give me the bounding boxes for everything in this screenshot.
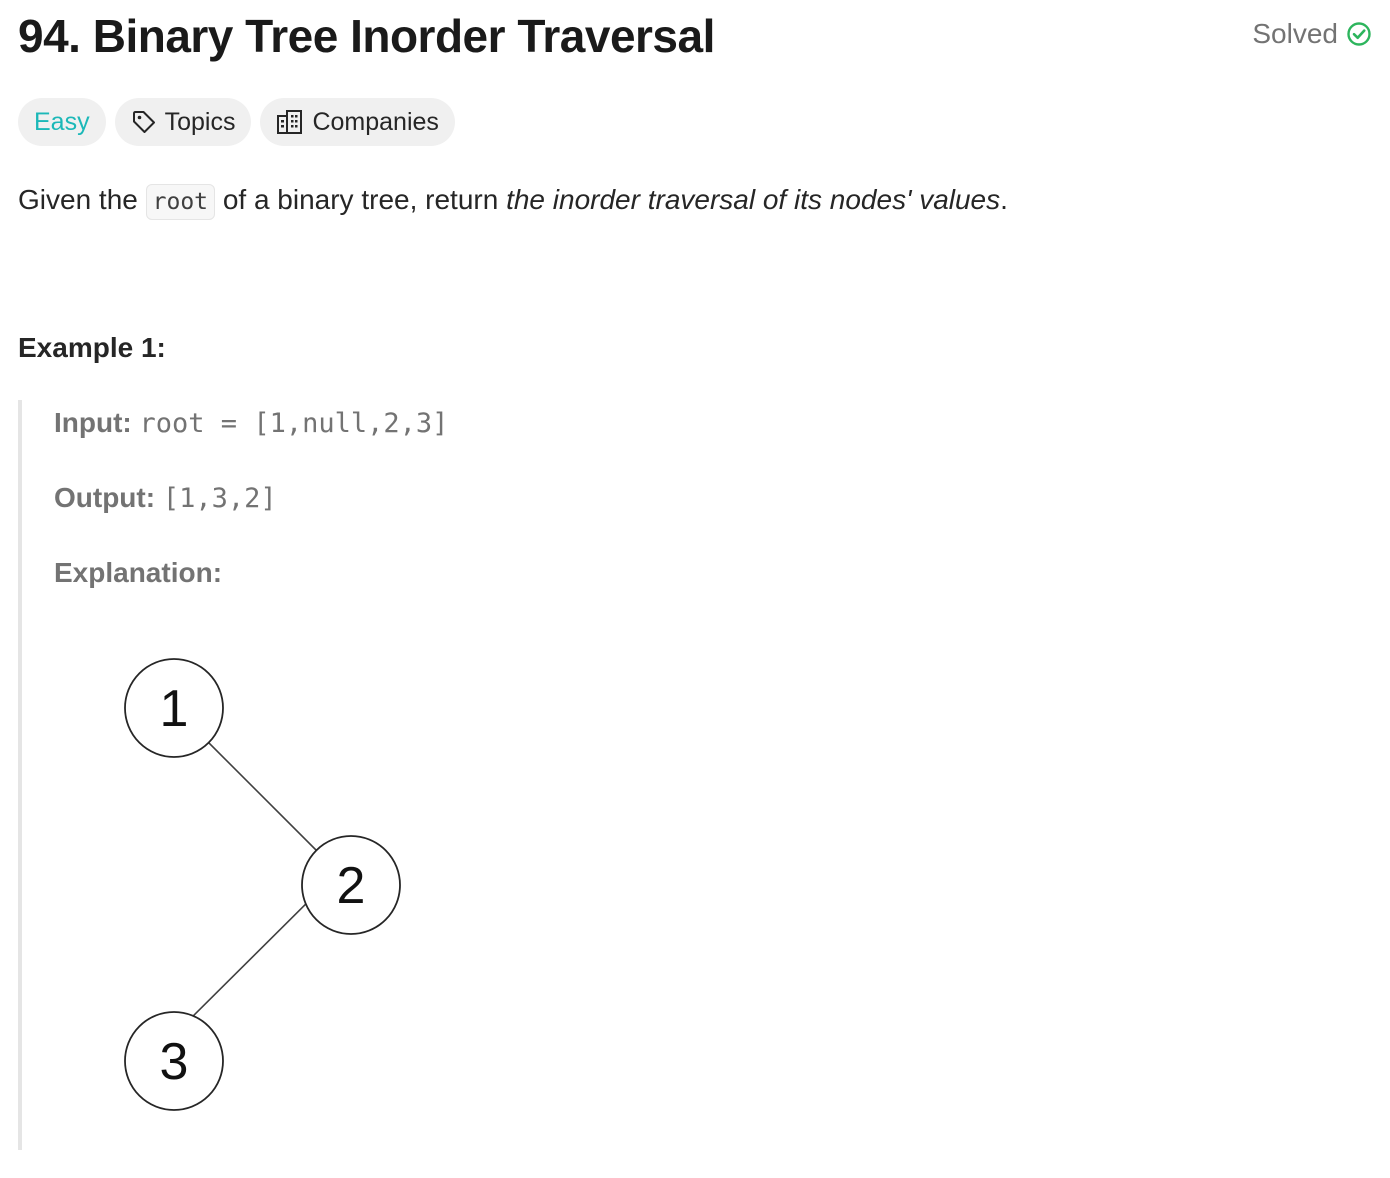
- difficulty-badge[interactable]: Easy: [18, 98, 106, 146]
- check-circle-icon: [1346, 21, 1372, 47]
- description-text: of a binary tree, return: [222, 184, 499, 215]
- input-value: root = [1,null,2,3]: [139, 408, 449, 439]
- tag-icon: [131, 109, 157, 135]
- tree-node-label: 1: [160, 680, 189, 738]
- tree-node-label: 2: [337, 857, 366, 915]
- tree-node: 3: [124, 1011, 224, 1111]
- output-label: Output:: [54, 482, 156, 513]
- inline-code: root: [145, 184, 216, 220]
- example-input: Input: root = [1,null,2,3]: [54, 403, 448, 444]
- example-heading: Example 1:: [18, 332, 166, 363]
- topics-button[interactable]: Topics: [114, 98, 252, 146]
- tree-node: 2: [301, 835, 401, 935]
- description-text: Given the: [18, 184, 138, 215]
- tree-node: 1: [124, 658, 224, 758]
- topics-label: Topics: [164, 107, 236, 136]
- problem-description: Given the root of a binary tree, return …: [18, 178, 1008, 224]
- description-end: .: [1000, 184, 1008, 215]
- description-emphasis: the inorder traversal of its nodes' valu…: [506, 184, 1001, 215]
- problem-title: 94. Binary Tree Inorder Traversal: [18, 10, 715, 62]
- tree-node-label: 3: [160, 1033, 189, 1091]
- difficulty-label: Easy: [34, 107, 90, 136]
- building-icon: [276, 109, 304, 135]
- input-label: Input:: [54, 407, 132, 438]
- companies-label: Companies: [312, 107, 439, 136]
- example-explanation: Explanation:: [54, 553, 222, 593]
- output-value: [1,3,2]: [162, 483, 277, 514]
- solved-label: Solved: [1252, 18, 1338, 49]
- example-output: Output: [1,3,2]: [54, 478, 277, 519]
- solved-status: Solved: [1252, 16, 1372, 52]
- explanation-label: Explanation:: [54, 557, 223, 588]
- tag-row: Easy Topics Companies: [18, 98, 455, 146]
- companies-button[interactable]: Companies: [260, 98, 455, 146]
- example-block: Input: root = [1,null,2,3] Output: [1,3,…: [18, 400, 1218, 1150]
- tree-diagram: 1 2 3: [124, 658, 401, 1111]
